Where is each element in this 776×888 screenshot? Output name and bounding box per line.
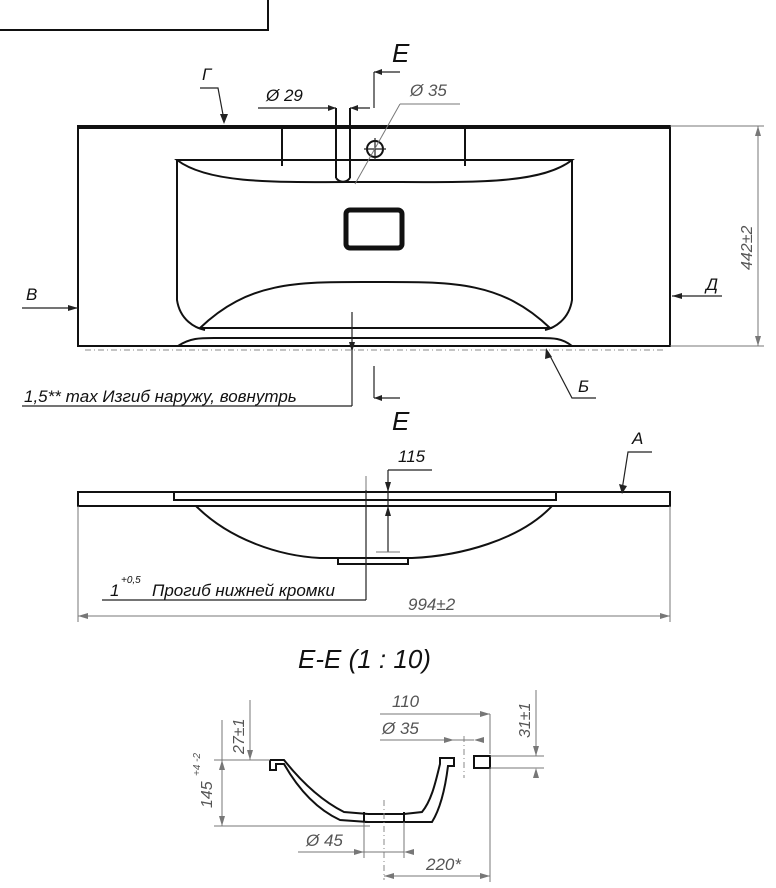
sag-note-text: Прогиб нижней кромки (152, 581, 335, 600)
countertop-front-profile (77, 491, 671, 507)
section-dim-110: 110 (392, 692, 420, 711)
section-mark-bottom: Е (392, 406, 410, 436)
bowl-back-rim (174, 159, 575, 184)
view-label-d: Д (704, 275, 718, 294)
section-dim-220: 220* (425, 855, 462, 874)
front-view: А 115 1 +0,5 Прогиб нижней кромки 994±2 (77, 429, 671, 622)
tap-hole-diameter: Ø 29 (265, 86, 303, 105)
drain-bottom (337, 558, 409, 565)
section-dim-d35: Ø 35 (381, 719, 419, 738)
bowl-underside (195, 505, 553, 559)
section-dim-d45: Ø 45 (305, 831, 343, 850)
view-label-b: Б (578, 377, 589, 396)
top-view: Ø 29 Ø 35 Е Е Г В Д Б 442±2 (22, 38, 764, 436)
bowl-side-walls (176, 160, 573, 331)
title-block-corner (0, 0, 269, 31)
bend-tolerance-note: 1,5** max Изгиб наружу, вовнутрь (24, 387, 297, 406)
section-title: Е-Е (1 : 10) (298, 644, 431, 674)
sag-note-value: 1 (110, 581, 119, 600)
overflow-hole-diameter: Ø 35 (409, 81, 447, 100)
view-label-a: А (631, 429, 643, 448)
depth-dimension: 442±2 (739, 226, 756, 270)
section-left-wall (269, 759, 369, 823)
bowl-depth-dimension: 115 (398, 447, 426, 466)
section-dim-31: 31±1 (517, 703, 534, 738)
section-dim-27: 27±1 (231, 719, 248, 755)
front-lip (177, 337, 573, 347)
sag-note-tolerance: +0,5 (121, 575, 141, 586)
section-mark-top: Е (392, 38, 410, 68)
rim-line (173, 492, 557, 501)
view-label-v: В (26, 285, 37, 304)
drain-icon (343, 207, 405, 251)
section-back-edge (473, 755, 491, 769)
bowl-front-rim (197, 280, 553, 329)
width-dimension: 994±2 (408, 595, 456, 614)
view-label-g: Г (202, 65, 213, 84)
section-right-wall (368, 757, 455, 823)
section-view: Е-Е (1 : 10) 110 Ø 35 31±1 27±1 (192, 644, 544, 882)
section-dim-145-tolerance: +4 -2 (192, 752, 203, 776)
section-dim-145: 145 (199, 781, 216, 808)
tap-hole (335, 108, 351, 183)
